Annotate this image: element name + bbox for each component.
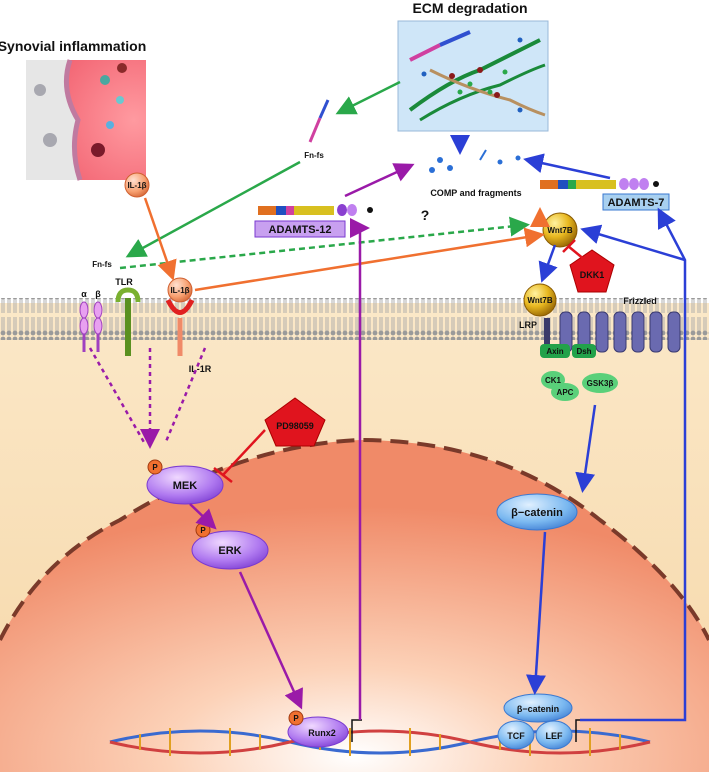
runx2-phospho xyxy=(288,710,304,726)
lef-label: LEF xyxy=(546,731,564,741)
adamts7-label-box xyxy=(602,193,670,211)
adamts12-label: ADAMTS-12 xyxy=(269,224,332,236)
gsk3b-label: GSK3β xyxy=(587,379,614,388)
mek-phospho xyxy=(147,459,163,475)
runx2-label: Runx2 xyxy=(308,728,336,738)
synovial-inflammation-title: Synovial inflammation xyxy=(0,38,146,54)
ck1-label: CK1 xyxy=(545,376,562,385)
lef-oval xyxy=(535,720,573,750)
erk-label: ERK xyxy=(218,545,241,557)
adamts12-label-box xyxy=(254,220,346,238)
erk-oval xyxy=(191,530,269,570)
adamts7-protein xyxy=(540,178,659,190)
runx2-oval xyxy=(287,716,349,748)
ecm-fibers xyxy=(408,30,546,122)
inhibition-lines xyxy=(213,239,586,483)
tcf-oval xyxy=(497,720,535,750)
synovium-tissue xyxy=(26,59,127,181)
erk-p-label: P xyxy=(200,526,206,535)
pd98059-label: PD98059 xyxy=(276,421,314,431)
lrp-label: LRP xyxy=(519,320,537,330)
mek-oval xyxy=(146,465,224,505)
il1b-synovium-label: IL-1β xyxy=(127,181,146,190)
destruction-complex xyxy=(540,344,618,401)
tlr-label: TLR xyxy=(115,277,133,287)
il1b-receptor-label: IL-1β xyxy=(170,286,189,295)
wnt7b-bound-sphere xyxy=(523,283,557,317)
bcatenin-cyto-oval xyxy=(496,493,578,531)
adamts12-protein xyxy=(258,204,373,216)
integrin-receptor xyxy=(79,301,103,352)
comp-label: COMP and fragments xyxy=(430,188,521,198)
adamts7-label: ADAMTS-7 xyxy=(608,197,665,209)
axin-label: Axin xyxy=(546,347,563,356)
bcatenin-nuc-label: β−catenin xyxy=(517,704,559,714)
pd98059-pentagon xyxy=(264,397,326,447)
il1b-receptor-sphere xyxy=(167,277,193,303)
beta-label: β xyxy=(95,289,101,299)
blue-arrows xyxy=(450,135,687,722)
frizzled-receptor xyxy=(559,311,681,353)
wnt7b-bound-label: Wnt7B xyxy=(527,296,553,305)
apc-label: APC xyxy=(557,388,574,397)
comp-fragments-icons xyxy=(429,149,521,173)
dkk1-label: DKK1 xyxy=(580,270,605,280)
lrp-receptor xyxy=(544,318,550,358)
runx2-p-label: P xyxy=(293,714,299,723)
wnt7b-free-label: Wnt7B xyxy=(547,226,573,235)
mek-label: MEK xyxy=(173,480,198,492)
il1b-synovium-sphere xyxy=(124,172,150,198)
ecm-degradation-title: ECM degradation xyxy=(412,0,527,16)
cell-membrane xyxy=(0,298,709,340)
orange-arrows xyxy=(143,197,550,292)
fnfs-top-fragment xyxy=(308,99,330,143)
dsh-label: Dsh xyxy=(576,347,591,356)
il1r-label: IL-1R xyxy=(189,364,212,374)
alpha-label: α xyxy=(81,289,87,299)
ecm-box xyxy=(397,20,549,132)
dkk1-pentagon xyxy=(569,249,615,293)
fnfs-left-label: Fn-fs xyxy=(92,260,112,269)
fnfs-top-label: Fn-fs xyxy=(304,151,324,160)
il1r-receptor xyxy=(165,298,195,356)
dna-helix xyxy=(109,728,651,756)
purple-arrows xyxy=(88,163,415,720)
mek-p-label: P xyxy=(152,463,158,472)
runx2-tss-icon xyxy=(351,719,362,742)
tcf-label: TCF xyxy=(507,731,525,741)
tlr-receptor xyxy=(115,287,141,356)
question-mark: ? xyxy=(421,207,430,223)
bcatenin-cyto-label: β−catenin xyxy=(511,507,563,519)
frizzled-label: Frizzled xyxy=(623,296,657,306)
